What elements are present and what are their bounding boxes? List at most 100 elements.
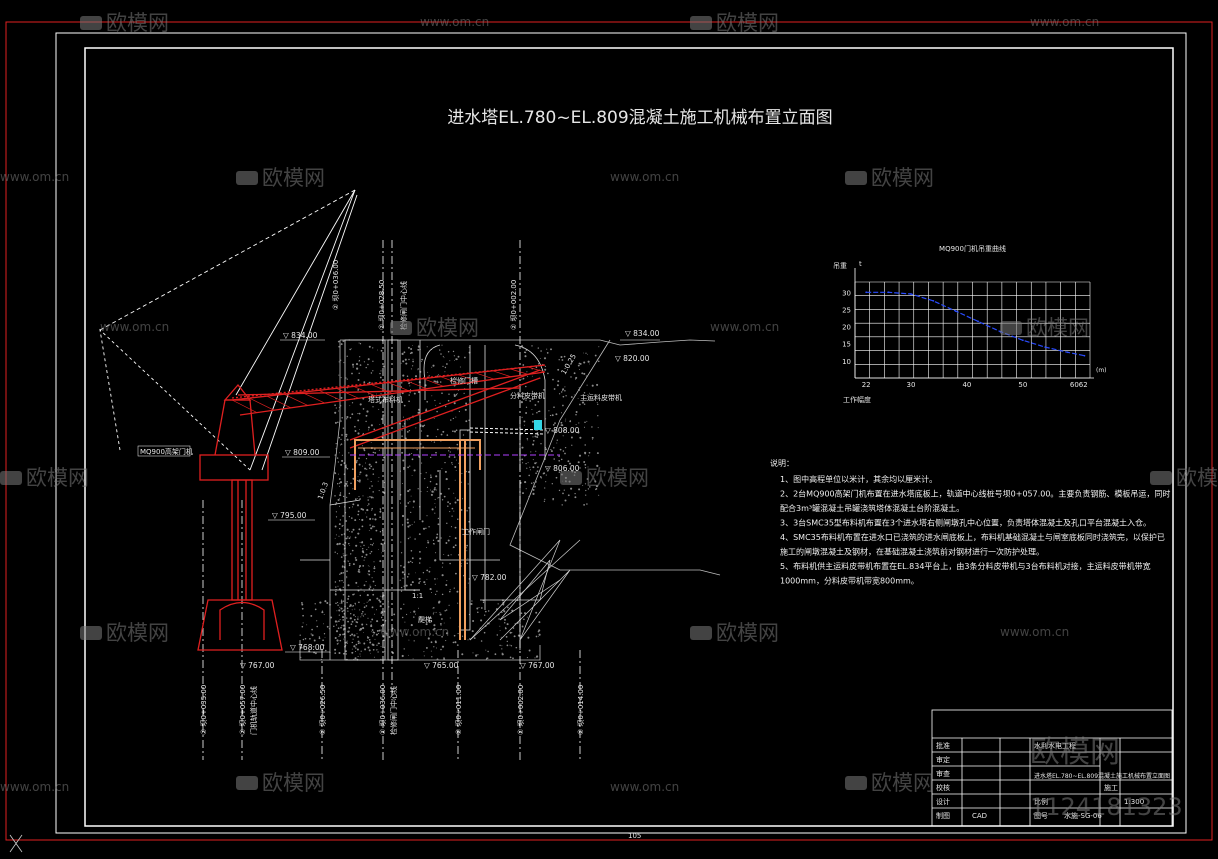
hatch-dot [371, 525, 374, 528]
hatch-dot [405, 633, 408, 636]
hatch-dot [339, 404, 342, 407]
hatch-dot [349, 530, 351, 532]
hatch-dot [369, 586, 372, 588]
hatch-dot [595, 488, 598, 490]
hatch-dot [424, 583, 426, 586]
hatch-dot [346, 355, 348, 357]
elevation-markers: ▽ 834.00 ▽ 834.00 ▽ 820.00 ▽ 809.00 ▽ 80… [240, 329, 660, 670]
hatch-dot [406, 576, 409, 578]
note-line: 4、SMC35布料机布置在进水口已浇筑的进水闸底板上，布料机基础混凝土与闸室底板… [780, 532, 1165, 542]
hatch-dot [433, 488, 436, 491]
hatch-dot [472, 620, 475, 622]
hatch-dot [409, 465, 411, 467]
hatch-dot [499, 625, 501, 627]
hatch-dot [341, 625, 343, 627]
hatch-dot [468, 419, 470, 422]
hatch-dot [430, 493, 433, 496]
hatch-dot [334, 551, 336, 553]
hatch-dot [345, 433, 348, 436]
hatch-dot [587, 488, 590, 490]
truss-member [388, 382, 410, 392]
hatch-dot [380, 418, 383, 420]
hatch-dot [354, 602, 356, 605]
hatch-dot [366, 516, 368, 518]
hatch-dot [362, 615, 365, 617]
hatch-dot [353, 645, 356, 648]
hatch-dot [342, 340, 345, 342]
hatch-dot [562, 395, 565, 398]
hatch-dot [338, 620, 340, 623]
hatch-dot [347, 610, 349, 612]
curve-point [887, 291, 890, 294]
hatch-dot [418, 577, 421, 580]
hatch-dot [487, 610, 490, 612]
hatch-dot [430, 621, 432, 623]
hatch-dot [379, 402, 382, 405]
tower-belt-distributor [354, 439, 481, 640]
hatch-dot [372, 473, 375, 475]
hatch-dot [558, 359, 560, 361]
hatch-dot [441, 499, 444, 501]
hatch-dot [367, 617, 369, 619]
hatch-dot [356, 480, 359, 482]
hatch-dot [575, 414, 577, 416]
hatch-dot [351, 372, 353, 375]
hatch-dot [349, 617, 352, 620]
tb-project: 水利水电工程 [1034, 741, 1076, 750]
hatch-dot [365, 553, 368, 556]
hatch-dot [406, 521, 409, 524]
hatch-dot [525, 406, 528, 408]
hatch-dot [452, 417, 455, 420]
hatch-dot [374, 452, 377, 454]
hatch-dot [346, 640, 348, 642]
hatch-dot [417, 411, 420, 414]
elev-834-left: ▽ 834.00 [283, 331, 318, 340]
watermark-logo-icon [390, 321, 412, 335]
hatch-dot [471, 630, 474, 633]
hatch-dot [426, 434, 429, 437]
hatch-dot [583, 461, 586, 463]
hatch-dot [430, 591, 433, 594]
hatch-dot [453, 510, 455, 512]
hatch-dot [446, 363, 448, 365]
hatch-dot [584, 483, 587, 485]
hatch-dot [328, 603, 332, 606]
hatch-dot [351, 633, 354, 636]
hatch-dot [357, 432, 360, 435]
hatch-dot [417, 408, 421, 411]
hatch-dot [349, 545, 351, 547]
hatch-dot [407, 466, 409, 469]
hatch-dot [341, 533, 343, 536]
hatch-dot [411, 452, 413, 455]
hatch-dot [359, 481, 361, 483]
hatch-dot [334, 636, 337, 640]
hatch-dot [430, 650, 432, 652]
hatch-dot [574, 492, 576, 495]
hatch-dot [546, 348, 548, 350]
hatch-dot [560, 421, 563, 424]
hatch-dot [585, 398, 588, 400]
hatch-dot [559, 448, 562, 451]
hatch-dot [346, 570, 348, 573]
hatch-dot [339, 452, 340, 454]
hatch-dot [428, 570, 431, 573]
hatch-dot [532, 439, 535, 442]
hatch-dot [596, 358, 599, 360]
hatch-dot [429, 480, 432, 483]
elev-834-right: ▽ 834.00 [625, 329, 660, 338]
hatch-dot [371, 629, 374, 631]
hatch-dot [467, 383, 469, 385]
hatch-dot [419, 557, 422, 560]
note-line: 配合3m³罐混凝土吊罐浇筑塔体混凝土台阶混凝土。 [780, 503, 964, 513]
hatch-dot [416, 448, 418, 451]
hatch-dot [340, 343, 343, 346]
hatch-dot [366, 468, 368, 470]
hatch-dot [370, 538, 373, 541]
hatch-dot [556, 439, 558, 441]
hatch-dot [310, 633, 312, 635]
hatch-dot [453, 587, 455, 589]
hatch-dot [406, 375, 409, 377]
watermark-brand: 欧模网 [1026, 316, 1089, 340]
lattice-crane-boom [99, 189, 358, 471]
